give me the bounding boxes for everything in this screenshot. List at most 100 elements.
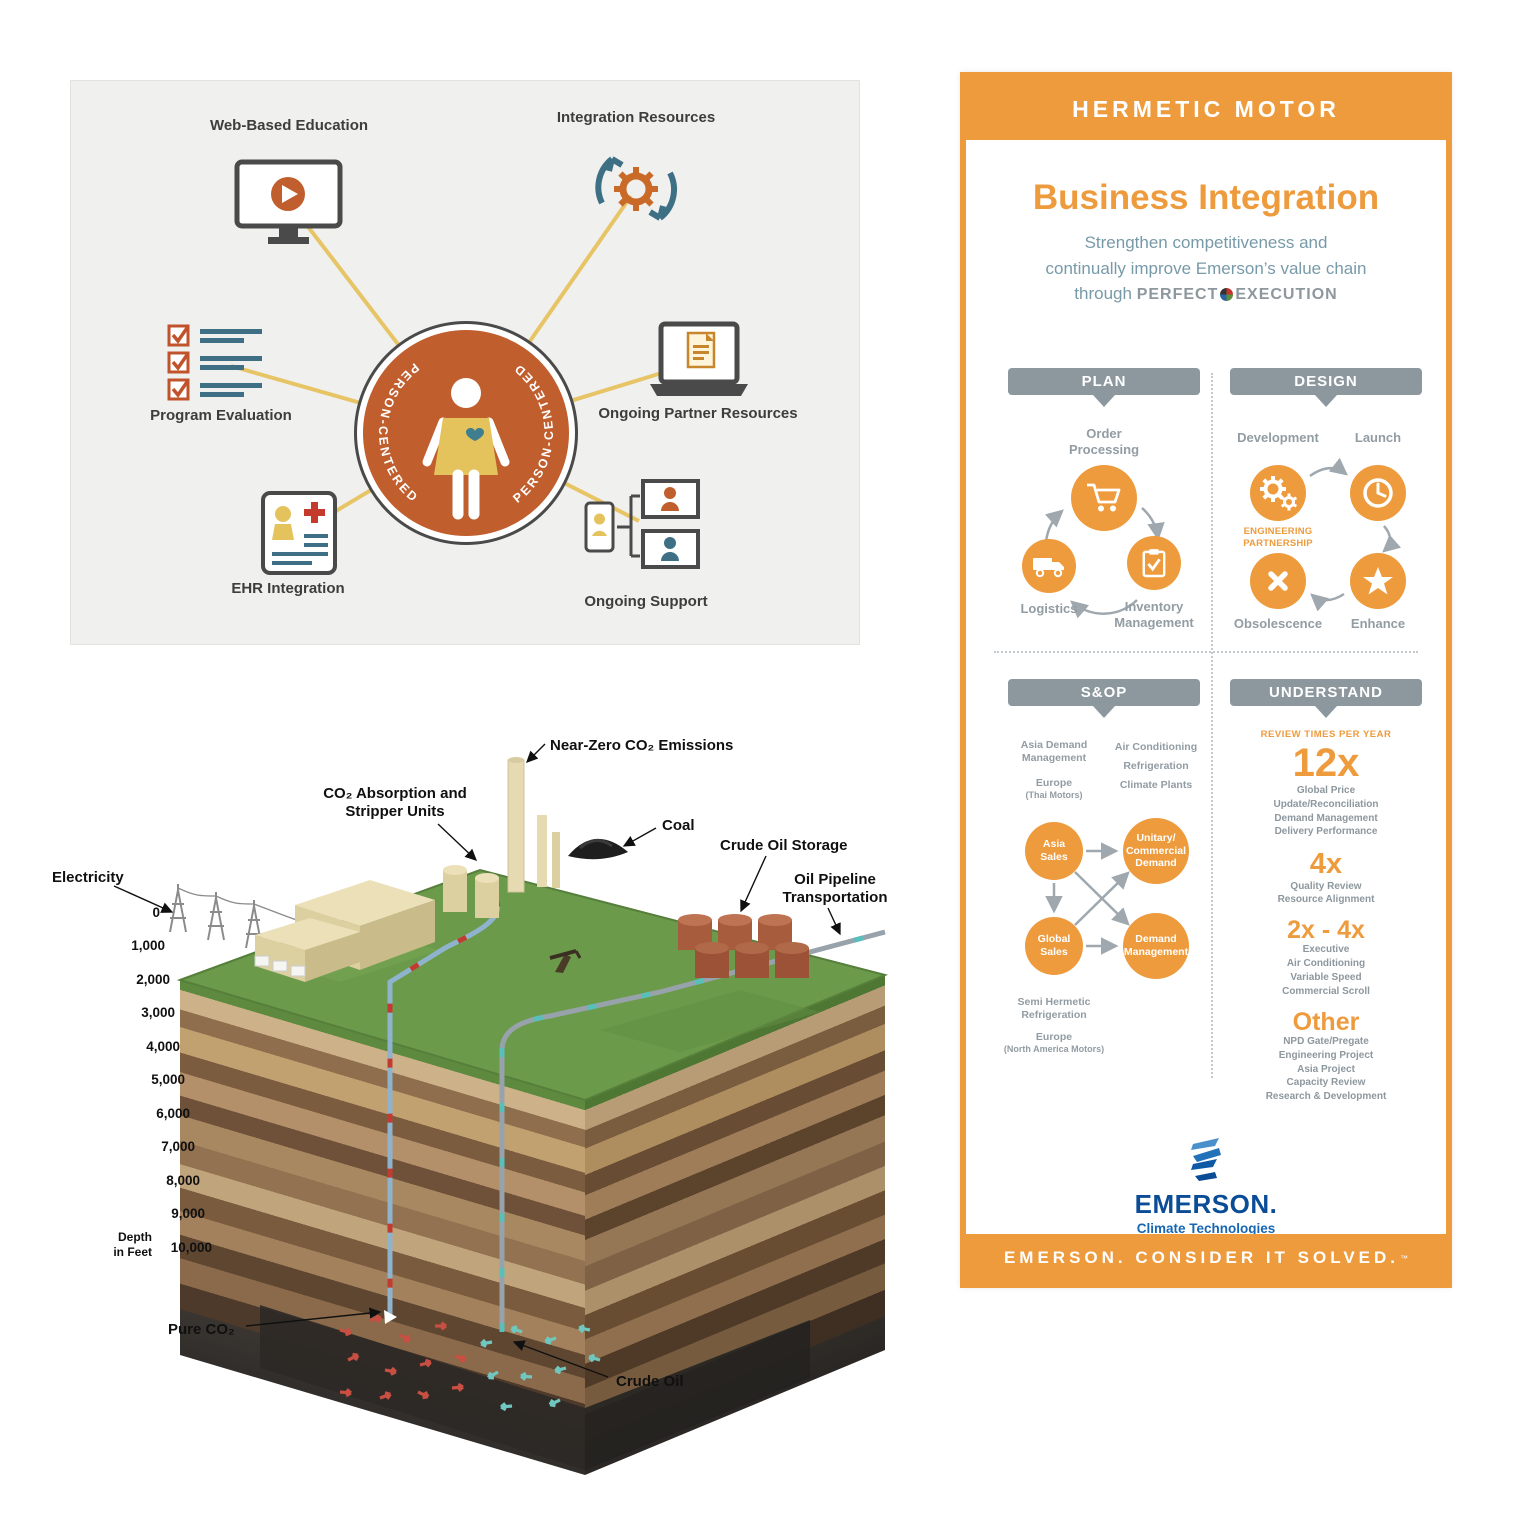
reservoir-zone [260, 1305, 810, 1470]
footer-trademark: ™ [1400, 1253, 1409, 1263]
stat-line: Air Conditioning [1286, 958, 1366, 970]
pipeline-label-2: Transportation [782, 889, 887, 906]
stat-4x: 4x [1309, 848, 1343, 881]
depth-tick: 3,000 [141, 1005, 175, 1020]
emerson-logo: EMERSON. Climate Technologies [966, 1136, 1446, 1236]
co2-sequestration-diagram: Near-Zero CO₂ Emissions CO₂ Absorption a… [40, 720, 900, 1530]
perfect-wordmark: PERFECT [1136, 286, 1219, 303]
depth-caption-2: in Feet [113, 1245, 152, 1259]
gears-icon [1260, 476, 1298, 511]
infographic-footer: EMERSON. CONSIDER IT SOLVED. ™ [966, 1234, 1446, 1282]
review-times-header: REVIEW TIMES PER YEAR [1260, 729, 1392, 740]
pumpjack [549, 949, 582, 973]
depth-tick: 2,000 [136, 972, 170, 987]
inventory-management-label: Inventory Management [1114, 599, 1194, 631]
asia-sales-circle: Asia Sales [1025, 822, 1083, 880]
footer-tagline: EMERSON. CONSIDER IT SOLVED. [1003, 1248, 1400, 1267]
monitor-play-icon [234, 159, 343, 244]
pipeline-label-1: Oil Pipeline [794, 871, 876, 888]
person-centered-hub: PERSON-CENTERED PERSON-CENTERED [354, 321, 578, 545]
sop-tab: S&OP [1008, 679, 1200, 706]
stat-line: NPD Gate/Pregate [1283, 1035, 1369, 1047]
design-quadrant: DESIGN Development Launch [1224, 368, 1428, 658]
plan-quadrant: PLAN Order Processing [1002, 368, 1206, 658]
demand-management-circle: Demand Management [1123, 913, 1189, 979]
cart-icon [1087, 483, 1121, 512]
x-icon [1268, 571, 1288, 591]
infographic-header: HERMETIC MOTOR [966, 78, 1446, 140]
perfect-execution-dot-icon [1220, 288, 1234, 301]
absorption-label-1: CO₂ Absorption and [323, 785, 467, 802]
electricity-label: Electricity [52, 869, 124, 886]
stat-line: Quality Review [1290, 880, 1362, 892]
web-based-education-label: Web-Based Education [209, 117, 369, 134]
global-sales-circle: Global Sales [1025, 917, 1083, 975]
subtitle-through: through [1074, 284, 1132, 303]
pure-co2-label: Pure CO₂ [168, 1321, 235, 1338]
development-label: Development [1237, 430, 1319, 445]
clipboard-check-icon [1142, 549, 1166, 578]
enhance-circle [1350, 553, 1406, 609]
stat-line: Delivery Performance [1274, 826, 1378, 838]
stat-other: Other [1292, 1007, 1360, 1036]
tablet-medical-icon [261, 491, 337, 575]
truck-icon [1033, 558, 1064, 578]
enhance-label: Enhance [1350, 616, 1406, 631]
depth-scale: 0 1,000 2,000 3,000 4,000 5,000 6,000 7,… [113, 905, 212, 1259]
program-evaluation-label: Program Evaluation [150, 407, 292, 424]
stat-line: Demand Management [1274, 812, 1378, 824]
ongoing-support-label: Ongoing Support [584, 593, 708, 610]
oil-storage-tanks [678, 914, 809, 978]
emerson-wordmark: EMERSON. [1134, 1189, 1278, 1219]
depth-tick: 8,000 [166, 1173, 200, 1188]
plan-tab: PLAN [1008, 368, 1200, 395]
emerson-logo-icon [1191, 1138, 1221, 1181]
design-tab: DESIGN [1230, 368, 1422, 395]
stat-line: Engineering Project [1278, 1049, 1374, 1061]
support-devices-icon [584, 479, 700, 569]
oil-production-pipeline [499, 929, 886, 1332]
business-integration-infographic: HERMETIC MOTOR Business Integration Stre… [960, 72, 1452, 1288]
depth-tick: 5,000 [151, 1072, 185, 1087]
depth-tick: 4,000 [146, 1039, 180, 1054]
stat-line: Global Price [1296, 785, 1356, 796]
understand-tab-notch [1315, 706, 1337, 718]
development-circle [1250, 465, 1306, 521]
understand-content: REVIEW TIMES PER YEAR 12x Global Price U… [1224, 679, 1428, 1104]
sop-quadrant: S&OP Asia Demand Management Europe (Thai… [1002, 679, 1206, 1079]
infographic-title: Business Integration [1032, 178, 1380, 217]
depth-tick: 6,000 [156, 1106, 190, 1121]
design-tab-notch [1315, 395, 1337, 407]
stat-line: Commercial Scroll [1282, 985, 1370, 997]
order-processing-label: Order Processing [1068, 426, 1140, 458]
stat-12x: 12x [1292, 741, 1360, 785]
unitary-commercial-demand-circle: Unitary/ Commercial Demand [1123, 818, 1189, 884]
stat-line: Asia Project [1297, 1063, 1355, 1075]
stat-line: Research & Development [1265, 1091, 1387, 1103]
semi-hermetic-label: Semi Hermetic Refrigeration [1017, 996, 1091, 1022]
vertical-divider [1211, 373, 1213, 1078]
europe-na-label: Europe (North America Motors) [1003, 1031, 1105, 1055]
stat-line: Variable Speed [1290, 972, 1362, 984]
stat-line: Executive [1302, 944, 1350, 956]
clock-icon [1363, 478, 1393, 508]
depth-tick: 1,000 [131, 938, 165, 953]
crude-oil-label: Crude Oil [616, 1373, 684, 1390]
subtitle-line-2: continually improve Emerson’s value chai… [1045, 258, 1367, 278]
person-centered-hub-graphic: PERSON-CENTERED PERSON-CENTERED [363, 330, 569, 536]
logistics-label: Logistics [1020, 601, 1078, 616]
sop-tab-notch [1093, 706, 1115, 718]
inventory-management-circle [1127, 536, 1181, 590]
geo-leader-lines [113, 743, 841, 1378]
depth-tick: 10,000 [171, 1240, 212, 1255]
star-icon [1363, 567, 1393, 595]
asia-demand-label: Asia Demand Management [1020, 739, 1088, 765]
sop-flow-arrows [1045, 842, 1130, 955]
crude-storage-label: Crude Oil Storage [720, 837, 848, 854]
near-zero-label: Near-Zero CO₂ Emissions [550, 737, 733, 754]
integration-resources-label: Integration Resources [556, 109, 716, 126]
infographic-header-title: HERMETIC MOTOR [1072, 95, 1340, 122]
air-conditioning-label: Air Conditioning Refrigeration Climate P… [1114, 741, 1198, 792]
logistics-circle [1022, 539, 1076, 593]
